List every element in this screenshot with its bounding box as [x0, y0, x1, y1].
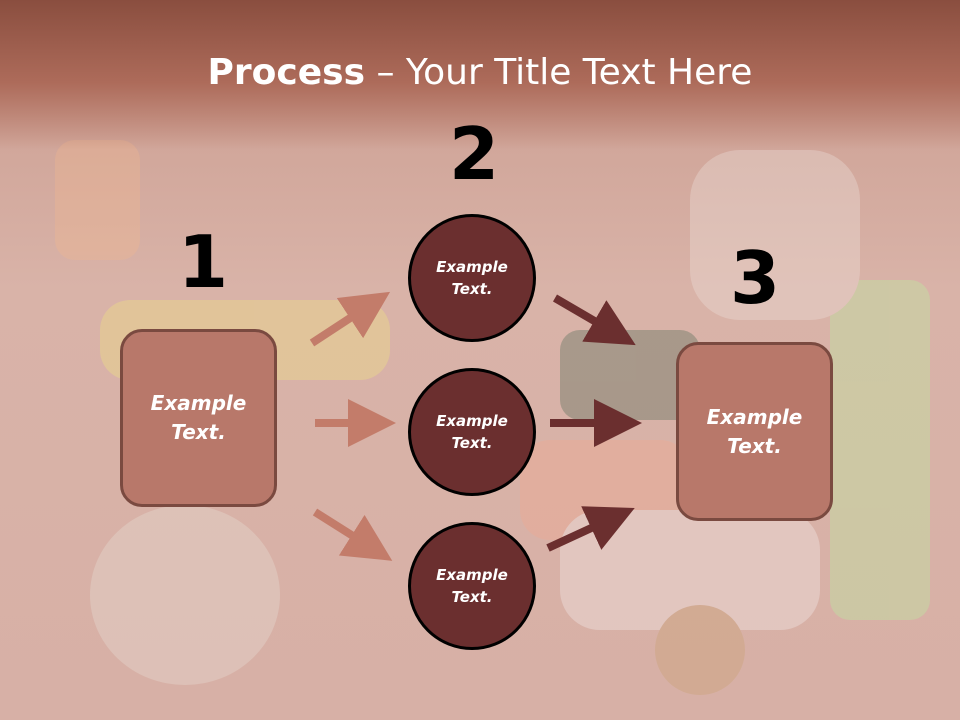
arrow-to-circle-3: [312, 508, 393, 561]
slide-title: Process – Your Title Text Here: [0, 52, 960, 93]
right-box-line2: Text.: [727, 433, 782, 458]
left-box-line2: Text.: [171, 420, 226, 444]
circle-2: Example Text.: [408, 368, 536, 496]
circle-1-line1: Example: [436, 257, 508, 276]
right-box: Example Text.: [676, 342, 833, 521]
title-bold: Process: [207, 52, 366, 93]
step-number-1: 1: [178, 220, 229, 304]
arrow-from-circle-3: [546, 506, 635, 552]
circle-1: Example Text.: [408, 214, 536, 342]
circle-2-line1: Example: [436, 411, 508, 430]
title-band: [0, 0, 960, 150]
circle-2-line2: Text.: [451, 434, 493, 452]
left-box: Example Text.: [120, 329, 277, 507]
circle-1-line2: Text.: [451, 280, 493, 298]
right-box-line1: Example: [706, 404, 803, 429]
left-box-line1: Example: [150, 391, 247, 415]
step-number-2: 2: [449, 112, 500, 196]
arrow-to-circle-1: [309, 291, 391, 347]
arrow-from-circle-1: [552, 294, 636, 346]
circle-3: Example Text.: [408, 522, 536, 650]
title-rest: – Your Title Text Here: [365, 52, 753, 93]
circle-3-line1: Example: [436, 565, 508, 584]
circle-3-line2: Text.: [451, 588, 493, 606]
step-number-3: 3: [730, 236, 781, 320]
